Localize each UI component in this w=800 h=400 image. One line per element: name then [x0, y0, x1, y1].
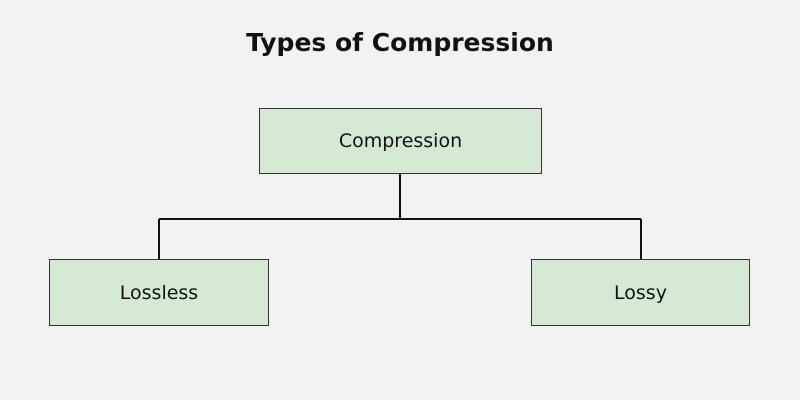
node-compression: Compression: [259, 108, 542, 174]
node-lossless: Lossless: [49, 259, 269, 326]
node-lossy: Lossy: [531, 259, 750, 326]
connector-lines: [158, 173, 642, 260]
diagram-title: Types of Compression: [246, 28, 554, 57]
